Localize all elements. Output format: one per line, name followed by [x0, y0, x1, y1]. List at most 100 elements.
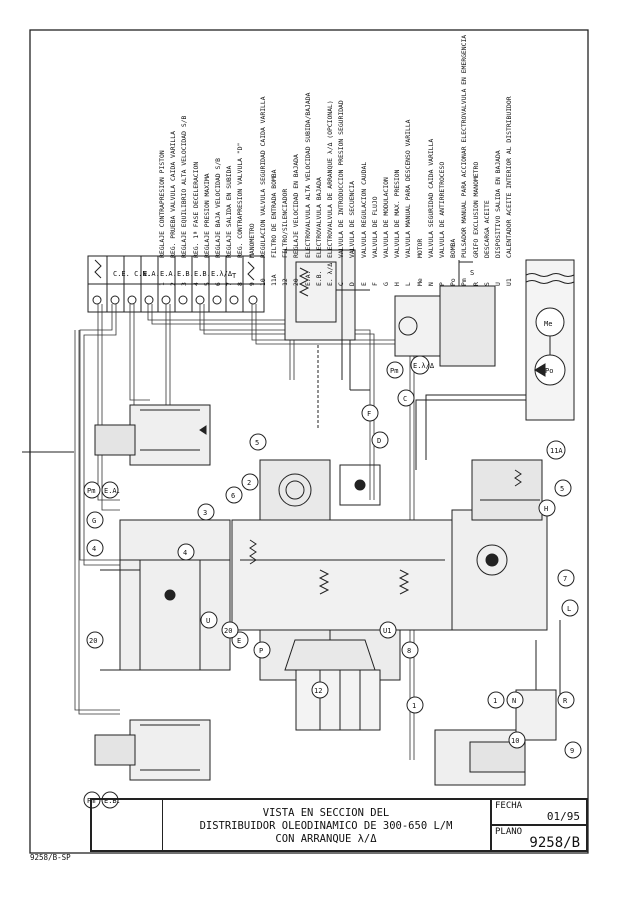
- callout-d: [371, 431, 389, 449]
- callout-label-h: H: [544, 505, 548, 513]
- title-block-title: VISTA EN SECCION DEL DISTRIBUIDOR OLEODI…: [162, 800, 492, 850]
- callout-pm-1: [83, 481, 101, 499]
- terminal-labels: C.E. C.N. E.A. E.A. E.B. E.B. E.λ/Δ T: [113, 270, 237, 280]
- solenoid-block-upper-right: [394, 260, 496, 367]
- legend-text: VALVULA DE INTRODUCCION PRESION SEGURIDA…: [337, 100, 346, 258]
- legend-text: DISPOSITIVO SALIDA EN BAJADA: [494, 150, 502, 258]
- legend-text: PULSADOR MANUAL PARA ACCIONAR ELECTROVAL…: [460, 34, 469, 258]
- legend-text: DESCARGA ACEITE: [482, 200, 491, 258]
- callout-label-n: N: [512, 697, 516, 705]
- legend-item: P VALVULA DE ANTIRRETROCESO: [438, 46, 448, 286]
- legend-text: REGLAJE EQUILIBRIO ALTA VELOCIDAD S/B: [180, 115, 189, 258]
- callout-n: [506, 691, 524, 709]
- legend-item: U1 CALENTADOR ACEITE INTERIOR AL DISTRIBU…: [505, 46, 515, 286]
- upper-valve-section: [284, 249, 370, 430]
- legend-key: E: [359, 282, 368, 286]
- callout-label-2: 2: [247, 479, 251, 487]
- callout-label-u: U: [206, 617, 210, 625]
- callout-4b: [177, 543, 195, 561]
- callout-label-l: L: [567, 605, 571, 613]
- legend-item: E.B.ELECTROVALVULA BAJADA: [315, 46, 325, 286]
- legend-key: Me: [415, 278, 424, 286]
- legend-text: VALVULA DE SECUENCIA: [348, 181, 357, 258]
- callout-label-5: 5: [255, 439, 259, 447]
- legend-key: U1: [505, 278, 514, 286]
- legend-text: REGLAJE PRESION MAXIMA: [202, 173, 211, 258]
- callout-label-f: F: [367, 410, 371, 418]
- callout-label-20: 20: [89, 637, 97, 645]
- legend-text: VALVULA DE ANTIRRETROCESO: [438, 161, 446, 258]
- legend-text: CALENTADOR ACEITE INTERIOR AL DISTRIBUID…: [505, 96, 514, 258]
- legend-text: BOMBA: [449, 238, 458, 258]
- callout-label-4: 4: [92, 545, 96, 553]
- legend-key: P: [438, 282, 446, 286]
- terminal-label-eb-2: E.B.: [194, 270, 211, 278]
- right-main-block: [451, 459, 548, 631]
- legend-key: 9: [247, 282, 256, 286]
- callout-label-u1: U1: [383, 627, 391, 635]
- title-block-blank-cell: [92, 800, 163, 850]
- legend-key: G: [382, 282, 390, 286]
- callout-f: [361, 404, 379, 422]
- legend-text: REG. PRUEBA VALVULA CAIDA VARILLA: [169, 131, 178, 258]
- legend-text: ELECTROVALVULA BAJADA: [314, 177, 323, 258]
- callout-label-pm-1: Pm: [87, 487, 95, 495]
- legend-key: C: [337, 282, 346, 286]
- callout-1: [406, 696, 424, 714]
- legend-item: 5 REGLAJE PRESION MAXIMA: [203, 46, 213, 286]
- callout-20b: [221, 621, 239, 639]
- legend-text: VALVULA DE MODULACION: [382, 177, 390, 258]
- legend-text: VALVULA DE FLUJO: [370, 196, 379, 258]
- legend-text: ELECTROVALVULA DE ARRANQUE λ/Δ (OPCIONAL…: [326, 100, 334, 258]
- callouts: [83, 355, 582, 809]
- legend-text: REGLAJE VELOCIDAD EN BAJADA: [292, 154, 301, 258]
- callout-label-1b: 1: [493, 697, 497, 705]
- legend-key: 5: [202, 282, 211, 286]
- callout-label-5b: 5: [560, 485, 564, 493]
- legend-item: G VALVULA DE MODULACION: [382, 46, 392, 286]
- legend-key: 7: [225, 282, 234, 286]
- callout-label-11a: 11A: [550, 447, 563, 455]
- legend-item: E.A.ELECTROVALVULA ALTA VELOCIDAD SUBIDA…: [304, 46, 314, 286]
- callout-label-eb: E.B.: [104, 797, 121, 805]
- legend-text: GRIFO EXCLUSION MANOMETRO: [471, 161, 480, 258]
- callout-label-8: 8: [407, 647, 411, 655]
- callout-ead: [410, 355, 430, 375]
- legend-text: FILTRO/SILENCIADOR: [281, 188, 290, 258]
- callout-label-3: 3: [203, 509, 207, 517]
- terminal-label-ce: C.E. C.N.: [113, 270, 151, 278]
- callout-label-po: Po: [545, 367, 553, 375]
- legend-key: 11A: [270, 274, 278, 286]
- callout-label-7: 7: [563, 575, 567, 583]
- terminal-label-ea-2: E.A.: [160, 270, 177, 278]
- callout-label-r: R: [563, 697, 568, 705]
- callout-label-d: D: [377, 437, 381, 445]
- callout-label-20b: 20: [224, 627, 232, 635]
- legend-text: MOTOR: [415, 238, 424, 258]
- sheet-border: [29, 29, 589, 854]
- callout-label-9: 9: [570, 747, 574, 755]
- title-block-meta: FECHA 01/95 PLANO 9258/B: [492, 800, 586, 851]
- legend-text: ELECTROVALVULA ALTA VELOCIDAD SUBIDA/BAJ…: [303, 92, 312, 258]
- callout-4: [86, 539, 104, 557]
- drawing-code: 9258/B-SP: [30, 853, 71, 862]
- legend-text: MANOMETRO: [247, 223, 256, 258]
- callout-h: [538, 499, 556, 517]
- fecha-cell: FECHA 01/95: [492, 800, 586, 826]
- legend-key: L: [404, 282, 413, 286]
- callout-p: [253, 641, 271, 659]
- legend-text: REGULACION VALVULA SEGURIDAD CAIDA VARIL…: [258, 96, 267, 258]
- left-upper-assembly: [94, 404, 211, 466]
